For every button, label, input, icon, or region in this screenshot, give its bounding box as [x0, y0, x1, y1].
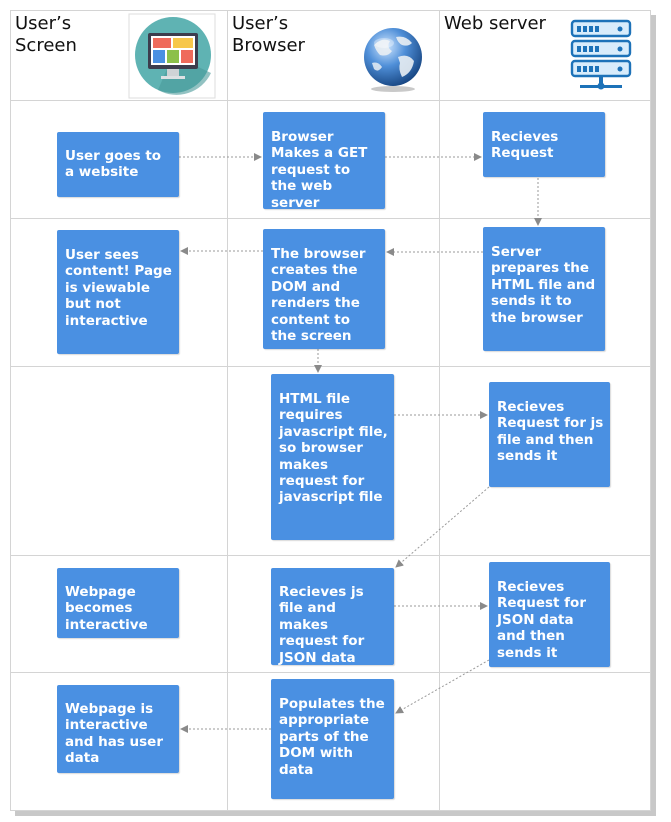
row-divider — [10, 100, 651, 101]
step-webpage-interactive: Webpage becomes interactive — [57, 568, 179, 638]
server-rack-icon — [570, 19, 632, 90]
step-server-prepares-html: Server prepares the HTML file and sends … — [483, 227, 605, 351]
column-header-users-browser: User’s Browser — [232, 13, 305, 56]
step-webpage-has-user-data: Webpage is interactive and has user data — [57, 685, 179, 773]
step-user-sees-content: User sees content! Page is viewable but … — [57, 230, 179, 354]
step-browser-requests-json: Recieves js file and makes request for J… — [271, 568, 394, 665]
column-header-web-server: Web server — [444, 13, 546, 34]
row-divider — [10, 672, 651, 673]
monitor-dashboard-icon — [128, 13, 216, 99]
step-browser-populates-dom: Populates the appropriate parts of the D… — [271, 679, 394, 799]
step-server-receives-request: Recieves Request — [483, 112, 605, 177]
row-divider — [10, 366, 651, 367]
globe-icon — [364, 28, 422, 92]
row-divider — [10, 218, 651, 219]
step-browser-creates-dom: The browser creates the DOM and renders … — [263, 229, 385, 349]
step-server-sends-js: Recieves Request for js file and then se… — [489, 382, 610, 487]
column-divider — [439, 10, 440, 811]
column-header-users-screen: User’s Screen — [15, 13, 77, 56]
row-divider — [10, 555, 651, 556]
step-server-sends-json: Recieves Request for JSON data and then … — [489, 562, 610, 667]
step-browser-get-request: Browser Makes a GET request to the web s… — [263, 112, 385, 209]
step-browser-requests-js: HTML file requires javascript file, so b… — [271, 374, 394, 540]
column-divider — [227, 10, 228, 811]
step-user-goes-to-website: User goes to a website — [57, 132, 179, 197]
